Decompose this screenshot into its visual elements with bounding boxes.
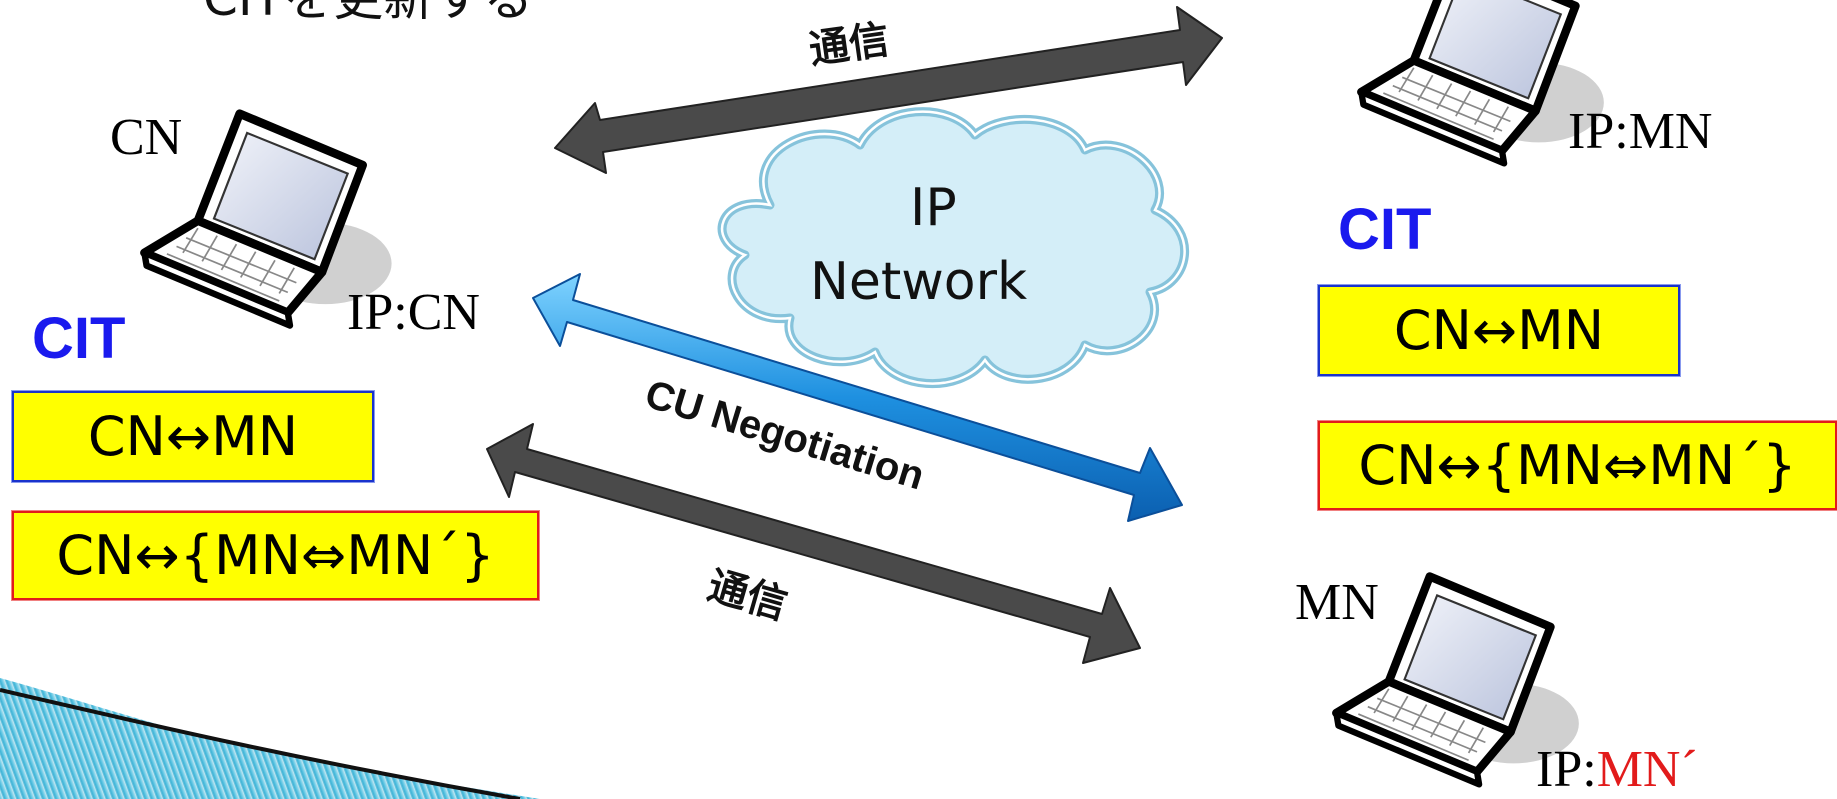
header-text: CITを更新する — [203, 0, 533, 30]
bottom-communication-arrow — [486, 423, 1141, 664]
decorative-stripe — [0, 678, 540, 799]
top-communication-label: 通信 — [806, 17, 892, 73]
cn-cit-entry-1: CN↔MN — [12, 391, 374, 482]
cloud-label-ip: IP — [910, 178, 957, 238]
mn-top-ip-value: MN — [1628, 103, 1713, 160]
cn-cit-title: CIT — [32, 306, 126, 371]
cloud-label-network: Network — [810, 252, 1028, 312]
top-communication-arrow — [554, 6, 1223, 174]
mn-bottom-ip-value: MN´ — [1596, 741, 1698, 798]
ip-network-cloud — [717, 107, 1190, 389]
mn-top-ip-prefix: IP: — [1568, 103, 1629, 160]
cn-ip-value: CN — [407, 284, 480, 341]
mn-top-cit-title: CIT — [1338, 197, 1432, 262]
mn-top-ip-label: IP:MN — [1568, 102, 1712, 161]
cn-cit-entry-2: CN↔{MN⇔MN´} — [12, 511, 539, 600]
cn-node-name: CN — [110, 109, 183, 166]
negotiation-arrow — [532, 273, 1183, 522]
mn-top-cit-entry-2: CN↔{MN⇔MN´} — [1318, 421, 1837, 510]
mn-bottom-ip-label: IP:MN´ — [1536, 740, 1698, 799]
mn-bottom-ip-prefix: IP: — [1536, 741, 1597, 798]
mn-bottom-node-name: MN — [1295, 574, 1379, 631]
cn-ip-label: IP:CN — [347, 283, 480, 342]
mn-top-cit-entry-1: CN↔MN — [1318, 285, 1680, 376]
cn-ip-prefix: IP: — [347, 284, 408, 341]
